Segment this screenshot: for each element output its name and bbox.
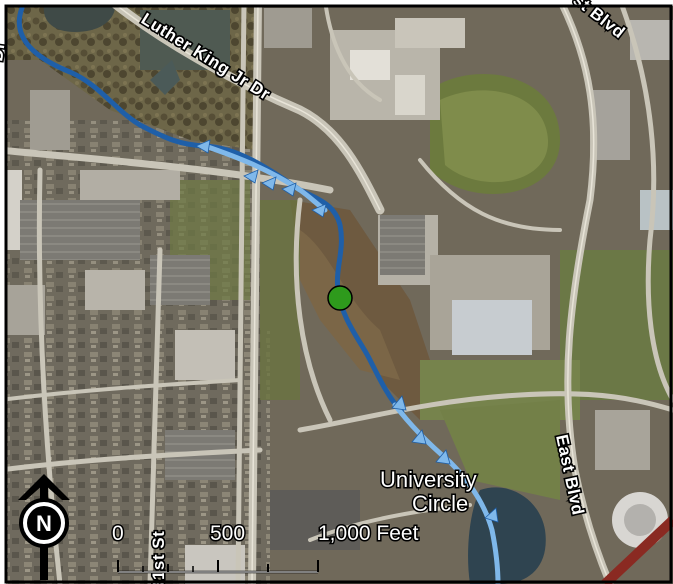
flow-arrow [261, 176, 277, 191]
place-label-circle: Circle [412, 491, 468, 516]
flow-arrow [435, 449, 451, 465]
map-frame [4, 4, 673, 584]
flow-arrow [281, 182, 297, 197]
flow-arrow [243, 169, 259, 184]
flow-arrow [411, 429, 427, 445]
flow-arrow [484, 507, 499, 523]
place-label-university: University [380, 467, 477, 492]
flow-arrows [195, 139, 499, 523]
flow-arrow [195, 139, 211, 154]
road-label-91st-st: 91st St [149, 531, 168, 584]
flow-arrow [391, 395, 407, 411]
site-point-marker[interactable] [327, 285, 353, 311]
stream-light-segment-upper[interactable] [202, 143, 328, 213]
scale-label-1000: 1,000 Feet [318, 522, 419, 545]
north-arrow-letter: N [36, 511, 52, 536]
scale-label-0: 0 [112, 522, 124, 545]
scale-bar: 0 500 1,000 Feet [111, 521, 420, 574]
scale-label-500: 500 [210, 522, 245, 545]
road-centerlines [116, 6, 611, 584]
flow-arrow [311, 203, 327, 218]
north-arrow-icon: N [18, 474, 70, 580]
